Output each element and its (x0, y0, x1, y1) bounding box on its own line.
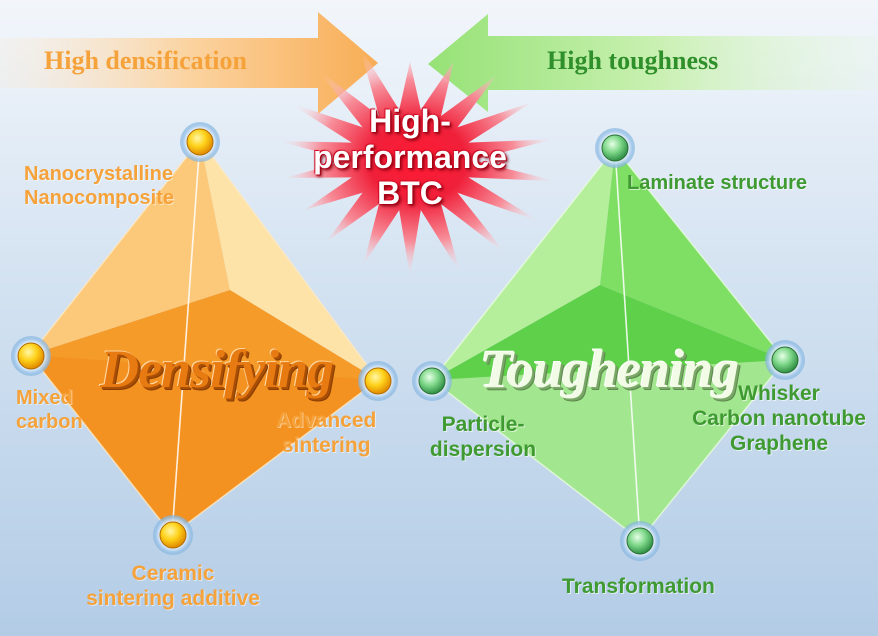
tough-node-left (412, 361, 452, 401)
tough-face-bottom (432, 360, 785, 540)
tough-right-label-line: Whisker (738, 382, 820, 405)
dens-right-label-line: sintering (281, 433, 371, 457)
tough-axis-line (614, 147, 641, 541)
tough-face-top-right (600, 148, 785, 360)
dens-axis-line (171, 139, 201, 536)
dens-bottom-label-line: sintering additive (86, 586, 260, 610)
dens-top-label: Nanocrystalline Nanocomposite (24, 163, 174, 210)
densifying-octahedron (29, 138, 380, 537)
dens-node-left (11, 336, 51, 376)
toughening-octahedron (431, 146, 786, 542)
dens-node-bottom (153, 515, 193, 555)
tough-left-label-line: dispersion (429, 437, 537, 461)
dens-top-label-line: Nanocrystalline (24, 163, 173, 185)
dens-top-label-line: Nanocomposite (24, 186, 175, 209)
high-densification-label: High densification (44, 46, 247, 75)
tough-node-bottom (620, 521, 660, 561)
center-title-line: performance (313, 138, 507, 175)
dens-right-label-line: Advanced (276, 409, 377, 432)
dens-left-label: Mixed carbon (16, 387, 83, 434)
tough-left-label-line: Particle- (441, 413, 525, 436)
tough-top-label: Laminate structure (627, 172, 808, 194)
center-title: High- performance BTC (310, 103, 510, 211)
center-title-line: High- (369, 103, 451, 139)
tough-left-label: Particle- dispersion (418, 413, 548, 463)
high-toughness-label: High toughness (547, 46, 719, 75)
tough-bottom-label: Transformation (562, 575, 715, 598)
tough-right-label-line: Carbon nanotube (692, 406, 866, 430)
dens-bottom-label-line: Ceramic (131, 562, 215, 585)
dens-face-top-left (30, 140, 230, 355)
center-title-line: BTC (377, 174, 443, 211)
dens-node-right (358, 361, 398, 401)
arrow-left-toughness (428, 14, 878, 112)
arrow-right-densification (0, 12, 378, 114)
dens-node-top (180, 122, 220, 162)
dens-left-label-line: Mixed (16, 387, 73, 409)
starburst-shape (278, 45, 557, 277)
tough-node-right (765, 340, 805, 380)
tough-node-top (595, 128, 635, 168)
tough-right-label-line: Graphene (729, 431, 829, 455)
toughening-word: Toughening (480, 339, 739, 399)
dens-right-label: Advanced sintering (276, 409, 376, 459)
densifying-word: Densifying (100, 339, 334, 399)
dens-face-bottom (30, 355, 378, 535)
tough-right-label: Whisker Carbon nanotube Graphene (682, 382, 876, 456)
dens-bottom-label: Ceramic sintering additive (78, 562, 268, 612)
dens-left-label-line: carbon (16, 410, 83, 433)
